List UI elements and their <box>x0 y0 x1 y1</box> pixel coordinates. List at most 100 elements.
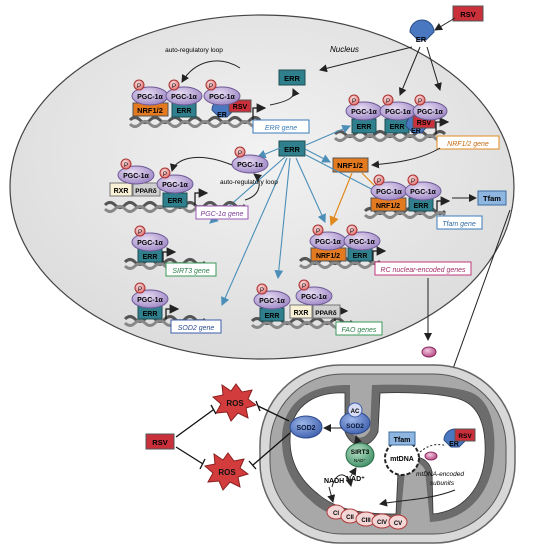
svg-text:NAD⁺: NAD⁺ <box>354 458 367 463</box>
loop-label-top: auto-regulatory loop <box>165 47 223 54</box>
err-box-nrf-2: ERR <box>384 118 410 134</box>
ppar-box-fao: PPARδ <box>312 304 341 319</box>
svg-text:P: P <box>377 179 381 185</box>
svg-text:mtDNA: mtDNA <box>390 456 414 463</box>
err-box-top: ERR <box>278 69 306 86</box>
er-receptor-top: ER <box>409 19 435 44</box>
mtdna-circle: mtDNA <box>384 440 420 476</box>
svg-text:PGC-1α: PGC-1α <box>315 239 341 246</box>
svg-text:P: P <box>411 179 415 185</box>
gene-label-err: ERR gene <box>252 119 310 134</box>
svg-text:RSV: RSV <box>460 10 475 19</box>
svg-text:ERR gene: ERR gene <box>265 125 297 132</box>
etc-complexes: CI CII CIII CIV CV <box>326 504 408 530</box>
gene-label-sod2: SOD2 gene <box>170 319 222 334</box>
pgc-tfam-2: PGC-1α <box>404 181 442 201</box>
svg-text:PGC-1α: PGC-1α <box>417 109 443 116</box>
phospho-rc: P P <box>312 224 358 236</box>
nuclear-subunit-blob <box>421 346 437 358</box>
svg-text:CIV: CIV <box>377 520 387 526</box>
phospho-pgc: P P <box>120 158 171 179</box>
svg-text:P: P <box>352 99 356 105</box>
mtdna-subunit-blob <box>424 451 438 461</box>
svg-text:PGC-1α: PGC-1α <box>351 109 377 116</box>
pgc-fao-2: PGC-1α <box>295 286 333 306</box>
gene-label-sirt3: SIRT3 gene <box>165 262 217 277</box>
svg-text:P: P <box>316 229 320 235</box>
sod2-ac-complex: SOD2 AC <box>339 402 371 435</box>
svg-text:P: P <box>209 84 213 90</box>
svg-text:Tfam gene: Tfam gene <box>442 221 476 228</box>
svg-text:SOD2: SOD2 <box>296 425 315 432</box>
svg-text:P: P <box>238 151 242 157</box>
phospho-err: P P P <box>133 79 217 91</box>
svg-text:NRF1/2 gene: NRF1/2 gene <box>447 141 489 148</box>
nucleus-label: Nucleus <box>330 45 359 54</box>
svg-text:PPARδ: PPARδ <box>135 188 157 195</box>
gene-label-rc: RC nuclear-encoded genes <box>374 261 472 276</box>
svg-text:CII: CII <box>346 515 354 521</box>
svg-text:ERR: ERR <box>177 108 192 115</box>
svg-text:PGC-1α: PGC-1α <box>123 173 149 180</box>
svg-text:RSV: RSV <box>417 120 432 127</box>
svg-text:RC nuclear-encoded genes: RC nuclear-encoded genes <box>380 267 466 274</box>
svg-text:PGC-1α: PGC-1α <box>137 94 163 101</box>
svg-text:P: P <box>163 172 167 178</box>
pgc-tfam-1: PGC-1α <box>370 181 408 201</box>
err-box-nrf-1: ERR <box>351 118 377 134</box>
svg-text:SIRT3 gene: SIRT3 gene <box>172 268 209 275</box>
mtdna-subunits-label-1: mtDNA-encoded <box>416 471 464 478</box>
svg-text:P: P <box>137 84 141 90</box>
pgc-err-2: PGC-1α <box>165 86 203 106</box>
svg-text:P: P <box>172 84 176 90</box>
svg-text:RSV: RSV <box>458 433 472 440</box>
svg-text:NRF1/2: NRF1/2 <box>376 203 400 210</box>
pgc-err-3: PGC-1α <box>203 86 241 106</box>
tfam-box-mito: Tfam <box>388 431 416 446</box>
phospho-fao: P P <box>256 279 310 295</box>
svg-text:PGC-1α: PGC-1α <box>137 240 163 247</box>
svg-text:CIII: CIII <box>361 518 371 524</box>
svg-text:Tfam: Tfam <box>483 194 501 203</box>
err-box-fao: ERR <box>259 307 285 322</box>
sod2-mito: SOD2 <box>289 415 323 439</box>
er-rsv-mito: ER RSV <box>443 428 476 448</box>
phospho-tfam: P P <box>373 174 419 186</box>
ppar-box-pgc: PPARδ <box>132 182 161 197</box>
svg-text:CI: CI <box>333 511 339 517</box>
ros-burst-top: ROS <box>211 383 258 422</box>
complex-cv: CV <box>388 514 408 530</box>
svg-text:PGC-1α: PGC-1α <box>349 239 375 246</box>
phospho-nrf: P P P <box>348 94 426 106</box>
svg-text:RXR: RXR <box>294 310 309 317</box>
svg-text:NRF1/2: NRF1/2 <box>137 106 163 115</box>
svg-text:P: P <box>260 288 264 294</box>
svg-text:NRF1/2: NRF1/2 <box>337 161 363 170</box>
inhibition-lines <box>175 400 291 470</box>
tfam-box-nucleus: Tfam <box>477 190 507 206</box>
svg-text:PGC-1α: PGC-1α <box>209 94 235 101</box>
svg-text:ERR: ERR <box>414 203 429 210</box>
svg-text:P: P <box>138 230 142 236</box>
dna-nrf <box>333 117 450 142</box>
svg-text:PGC-1α: PGC-1α <box>410 189 436 196</box>
svg-text:RSV: RSV <box>152 438 167 447</box>
svg-text:NRF1/2: NRF1/2 <box>316 253 340 260</box>
svg-text:ERR: ERR <box>143 254 158 261</box>
rxr-box-pgc: RXR <box>109 182 133 197</box>
pgc-rc-2: PGC-1α <box>343 231 381 251</box>
svg-text:ERR: ERR <box>168 198 183 205</box>
svg-text:CV: CV <box>394 521 402 527</box>
svg-text:P: P <box>418 99 422 105</box>
mtdna-subunits-label-2: subunits <box>430 480 455 487</box>
svg-text:PGC-1α: PGC-1α <box>385 109 411 116</box>
svg-text:ERR: ERR <box>357 124 372 131</box>
svg-text:ROS: ROS <box>226 399 244 408</box>
svg-text:PPARδ: PPARδ <box>315 310 337 317</box>
pgc-fao-1: PGC-1α <box>253 290 291 310</box>
gene-label-pgc: PGC-1α gene <box>195 205 249 220</box>
svg-text:ER: ER <box>416 35 427 44</box>
pgc-pgc-2: PGC-1α <box>156 174 194 194</box>
